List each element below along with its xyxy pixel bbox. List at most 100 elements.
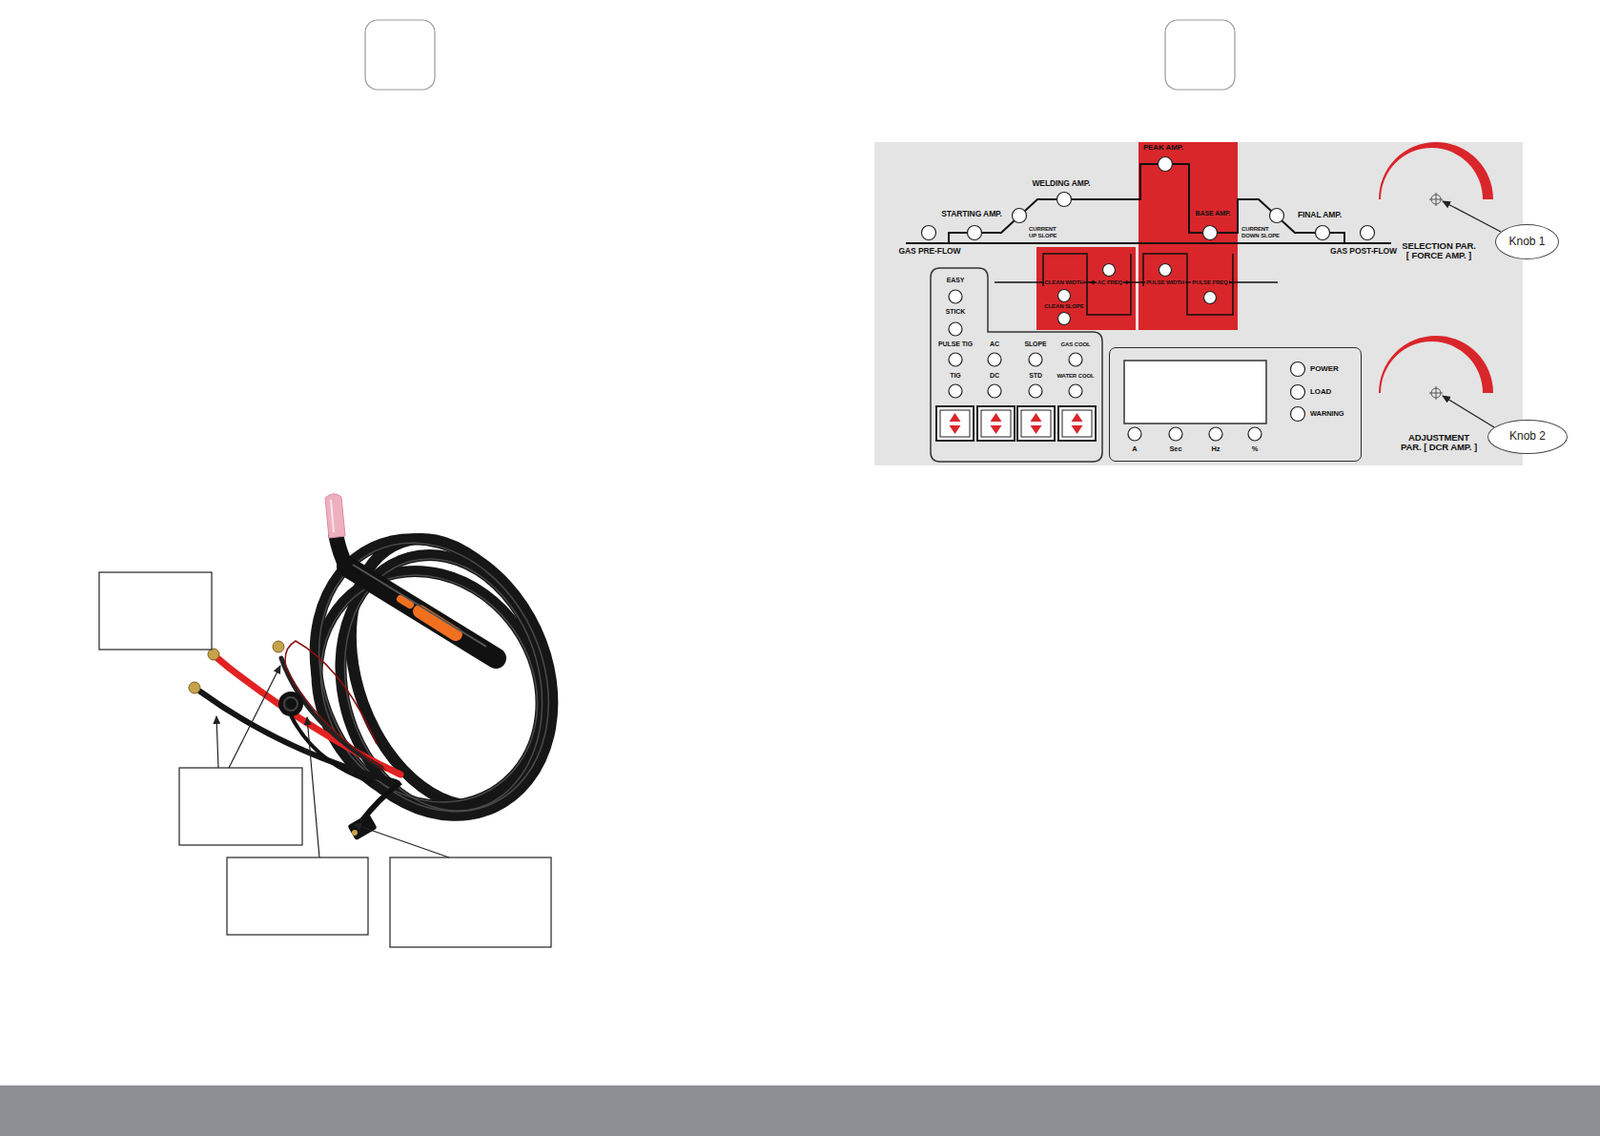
torch-photo [272, 640, 285, 653]
panel-artwork [949, 412, 1084, 434]
panel-artwork [1315, 225, 1331, 241]
led-label: GAS PRE-FLOW [899, 246, 962, 256]
panel-artwork [1291, 362, 1306, 377]
torch-photo [351, 829, 358, 836]
panel-artwork [905, 242, 1392, 245]
torch-photo [276, 532, 581, 844]
panel-artwork [1021, 410, 1051, 437]
panel-artwork [1203, 225, 1218, 241]
callout-ellipse: Knob 2 [1487, 419, 1568, 454]
torch-photo [207, 648, 220, 660]
led-label: PULSE WIDTH [1145, 279, 1186, 287]
leader-line [228, 665, 281, 768]
panel-artwork [1128, 427, 1142, 441]
panel-artwork [1028, 352, 1043, 367]
mode-label: GAS COOL [1060, 341, 1090, 349]
panel-artwork [1209, 427, 1223, 441]
torch-photo [317, 535, 570, 833]
control-panel: PEAK AMP.WELDING AMP.STARTING AMP.CURREN… [874, 142, 1523, 466]
panel-artwork [1017, 406, 1055, 441]
knob-label: ADJUSTMENT PAR. [ DCR AMP. ] [1400, 432, 1478, 453]
panel-artwork [967, 225, 983, 241]
mode-label: WATER COOL [1056, 372, 1094, 380]
panel-artwork [936, 406, 974, 441]
mode-panel: EASYSTICKPULSE TIGACSLOPEGAS COOLTIGDCST… [930, 267, 1103, 462]
panel-artwork [874, 142, 1523, 466]
panel-artwork [1128, 362, 1306, 442]
indicator-label: LOAD [1310, 388, 1332, 397]
knob-label: SELECTION PAR. [ FORCE AMP. ] [1401, 241, 1477, 262]
panel-artwork [874, 142, 1523, 466]
panel-artwork [1291, 385, 1306, 400]
panel-artwork [1270, 208, 1285, 224]
torch-photo [419, 611, 456, 635]
mode-label: STICK [945, 307, 966, 316]
led-label: STARTING AMP. [941, 209, 1003, 219]
torch-photo [315, 511, 581, 833]
mode-label: TIG [949, 371, 961, 380]
leader-line [307, 717, 320, 858]
panel-artwork [981, 410, 1011, 437]
leader-line [353, 823, 450, 858]
panel-artwork [1057, 192, 1072, 207]
panel-artwork [1124, 360, 1267, 424]
torch-photo [278, 691, 304, 717]
panel-artwork [930, 267, 1103, 462]
callout-box [226, 857, 369, 935]
panel-artwork [1058, 289, 1071, 303]
panel-artwork [994, 281, 1278, 284]
panel-artwork [987, 384, 1002, 398]
panel-artwork [936, 406, 1096, 441]
mode-label: EASY [946, 276, 965, 285]
panel-artwork [1058, 312, 1071, 326]
callout-box [179, 767, 303, 845]
display-panel: POWERLOADWARNINGASecHz% [1108, 347, 1362, 462]
led-label: CLEAN SLOPE [1043, 303, 1086, 310]
callout-box [389, 857, 552, 947]
led-label: PULSE FREQ [1190, 279, 1229, 287]
led-label: BASE AMP. [1195, 209, 1231, 218]
panel-artwork [1378, 142, 1494, 200]
panel-artwork [1036, 246, 1136, 330]
torch-photo [284, 697, 298, 711]
panel-artwork [1435, 386, 1437, 400]
panel-artwork [1429, 192, 1443, 400]
panel-artwork [948, 352, 963, 367]
panel-artwork [1068, 352, 1083, 367]
torch-photo [330, 499, 334, 533]
panel-artwork [922, 225, 937, 241]
indicator-label: POWER [1310, 365, 1339, 374]
mode-label: AC [989, 340, 1000, 349]
panel-artwork [1435, 192, 1437, 206]
panel-artwork [1291, 407, 1306, 422]
mode-label: SLOPE [1024, 340, 1047, 349]
panel-artwork [1103, 264, 1116, 277]
torch-photo [352, 564, 487, 647]
callout-text: Knob 1 [1508, 235, 1545, 248]
torch-photo [188, 681, 201, 694]
panel-artwork [949, 425, 962, 434]
panel-artwork [1158, 157, 1173, 172]
panel-artwork [1169, 427, 1183, 441]
torch-photo [276, 505, 592, 850]
panel-artwork [987, 352, 1002, 367]
unit-label: Hz [1211, 445, 1221, 453]
torch-photo [276, 505, 592, 850]
panel-artwork [949, 412, 962, 422]
panel-artwork [1062, 410, 1092, 437]
torch-photo [290, 715, 372, 782]
unit-label: Sec [1169, 445, 1182, 453]
page-number-box [365, 20, 435, 90]
panel-artwork [1058, 406, 1096, 441]
panel-artwork [1204, 291, 1217, 305]
panel-artwork [948, 322, 963, 336]
torch-photo [347, 566, 496, 658]
leader-line [216, 716, 219, 768]
panel-artwork [1071, 412, 1084, 422]
callout-ellipse: Knob 1 [1495, 224, 1559, 260]
led-label: CLEAN WIDTH [1044, 279, 1086, 287]
unit-label: % [1251, 445, 1259, 453]
panel-artwork [1068, 384, 1083, 398]
panel-artwork [1442, 201, 1501, 232]
